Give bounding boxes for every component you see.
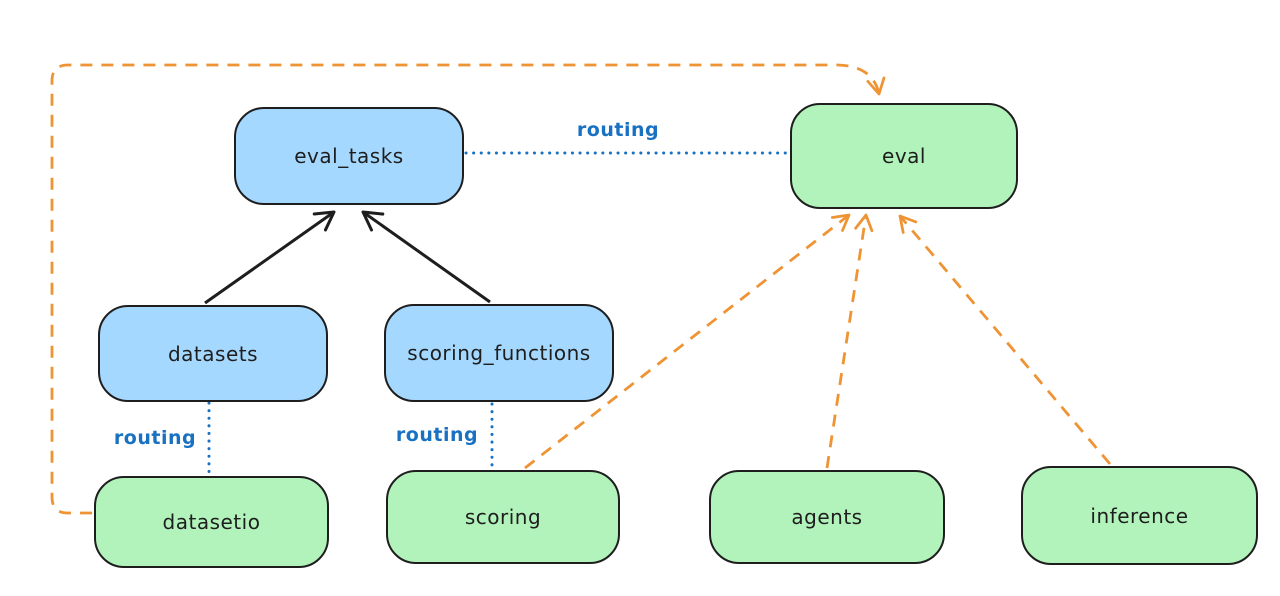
edge-label-routing-mid: routing <box>395 424 479 446</box>
node-eval-tasks-label: eval_tasks <box>294 144 404 168</box>
node-eval: eval <box>790 103 1018 209</box>
node-agents: agents <box>709 470 945 564</box>
node-eval-tasks: eval_tasks <box>234 107 464 205</box>
edge-agents-to-eval <box>825 213 874 469</box>
edge-label-routing-left: routing <box>113 427 197 449</box>
node-scoring-functions-label: scoring_functions <box>407 341 591 365</box>
edge-label-routing-top: routing <box>576 119 660 141</box>
node-inference: inference <box>1021 466 1258 565</box>
node-datasetio-label: datasetio <box>162 510 261 534</box>
node-scoring-functions: scoring_functions <box>384 304 614 402</box>
node-agents-label: agents <box>791 505 863 529</box>
node-inference-label: inference <box>1090 503 1189 528</box>
node-datasetio: datasetio <box>94 476 329 568</box>
node-scoring: scoring <box>386 470 620 564</box>
node-eval-label: eval <box>882 144 926 168</box>
node-scoring-label: scoring <box>464 505 542 529</box>
node-datasets-label: datasets <box>167 341 259 366</box>
edge-scoring-functions-to-eval-tasks <box>361 210 491 304</box>
edge-inference-to-eval <box>898 214 1112 465</box>
node-datasets: datasets <box>98 305 328 402</box>
edge-datasets-to-eval-tasks <box>204 210 336 305</box>
